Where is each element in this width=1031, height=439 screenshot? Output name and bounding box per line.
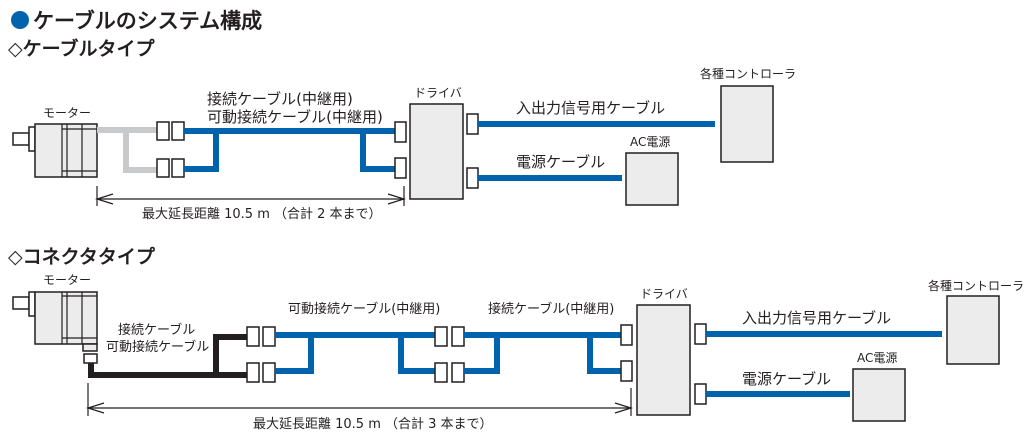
relay-cable-label: 接続ケーブル(中継用) <box>488 301 614 317</box>
ac-power-label: AC電源 <box>857 351 897 365</box>
section-cable-type: ◇ケーブルタイプ モーター 接続ケーブル(中継用) 可動接続ケーブル(中継用) <box>8 37 796 222</box>
relay-flexible-cable-label: 可動接続ケーブル(中継用) <box>288 301 440 317</box>
distance-arrow <box>85 383 634 416</box>
motor-label: モーター <box>43 106 91 120</box>
io-cable-label: 入出力信号用ケーブル <box>516 99 665 117</box>
max-distance-label: 最大延長距離 10.5 m （合計 3 本まで） <box>253 416 493 432</box>
connector <box>394 157 407 179</box>
motor-icon <box>12 291 98 364</box>
max-distance-label: 最大延長距離 10.5 m （合計 2 本まで） <box>142 206 382 222</box>
relay-cable-right <box>587 335 623 374</box>
relay-flexible-cable-right <box>398 335 437 374</box>
driver-label: ドライバ <box>640 287 688 301</box>
power-cable-label: 電源ケーブル <box>516 153 605 171</box>
driver-box <box>636 304 691 416</box>
motor-cable-lower <box>88 363 247 378</box>
connector <box>156 121 170 141</box>
section-heading: ◇ケーブルタイプ <box>8 37 155 60</box>
section-heading: ◇コネクタタイプ <box>8 245 156 268</box>
driver-label: ドライバ <box>414 86 462 100</box>
connector <box>620 324 633 346</box>
connector <box>451 362 465 383</box>
ac-power-label: AC電源 <box>630 135 670 149</box>
connector <box>171 121 185 141</box>
connector <box>694 383 707 405</box>
motor-cable-upper <box>213 334 247 375</box>
motor-icon <box>12 123 98 178</box>
title-bullet-icon <box>11 11 29 29</box>
controller-box <box>720 85 774 163</box>
connector <box>394 121 407 143</box>
ac-power-box <box>625 152 679 206</box>
connector <box>156 158 170 178</box>
driver-box <box>409 103 464 200</box>
section-connector-type: ◇コネクタタイプ モーター 接続ケーブル 可動接続ケーブル 可動接続ケ <box>8 245 1024 432</box>
connector <box>466 167 479 189</box>
controller-box <box>946 295 1000 365</box>
distance-arrow <box>94 186 407 206</box>
motor-flexible-cable-label: 可動接続ケーブル <box>106 339 209 355</box>
connector <box>262 326 276 347</box>
motor-cable-2 <box>123 130 161 173</box>
connector <box>434 326 448 347</box>
motor-label: モーター <box>43 273 91 287</box>
relay-flexible-cable-left <box>275 335 314 374</box>
connector <box>262 362 276 383</box>
relay-cable-right <box>360 131 396 172</box>
connector <box>466 113 479 135</box>
io-cable-label: 入出力信号用ケーブル <box>742 309 891 327</box>
ac-power-box <box>852 368 906 422</box>
connector <box>694 323 707 345</box>
relay-cable-left <box>184 128 219 172</box>
page-title: ケーブルのシステム構成 <box>33 9 262 33</box>
controller-label: 各種コントローラ <box>700 66 796 81</box>
connector <box>171 158 185 178</box>
connector <box>620 360 633 382</box>
motor-cable-label: 接続ケーブル <box>118 322 195 338</box>
connector <box>451 326 465 347</box>
relay-cable-label: 接続ケーブル(中継用) <box>207 90 353 108</box>
power-cable-label: 電源ケーブル <box>742 370 831 388</box>
connector <box>246 362 260 383</box>
relay-cable-left <box>464 335 500 374</box>
connector <box>434 362 448 383</box>
relay-flexible-cable-label: 可動接続ケーブル(中継用) <box>207 108 383 126</box>
connector <box>246 326 260 347</box>
controller-label: 各種コントローラ <box>928 278 1024 293</box>
